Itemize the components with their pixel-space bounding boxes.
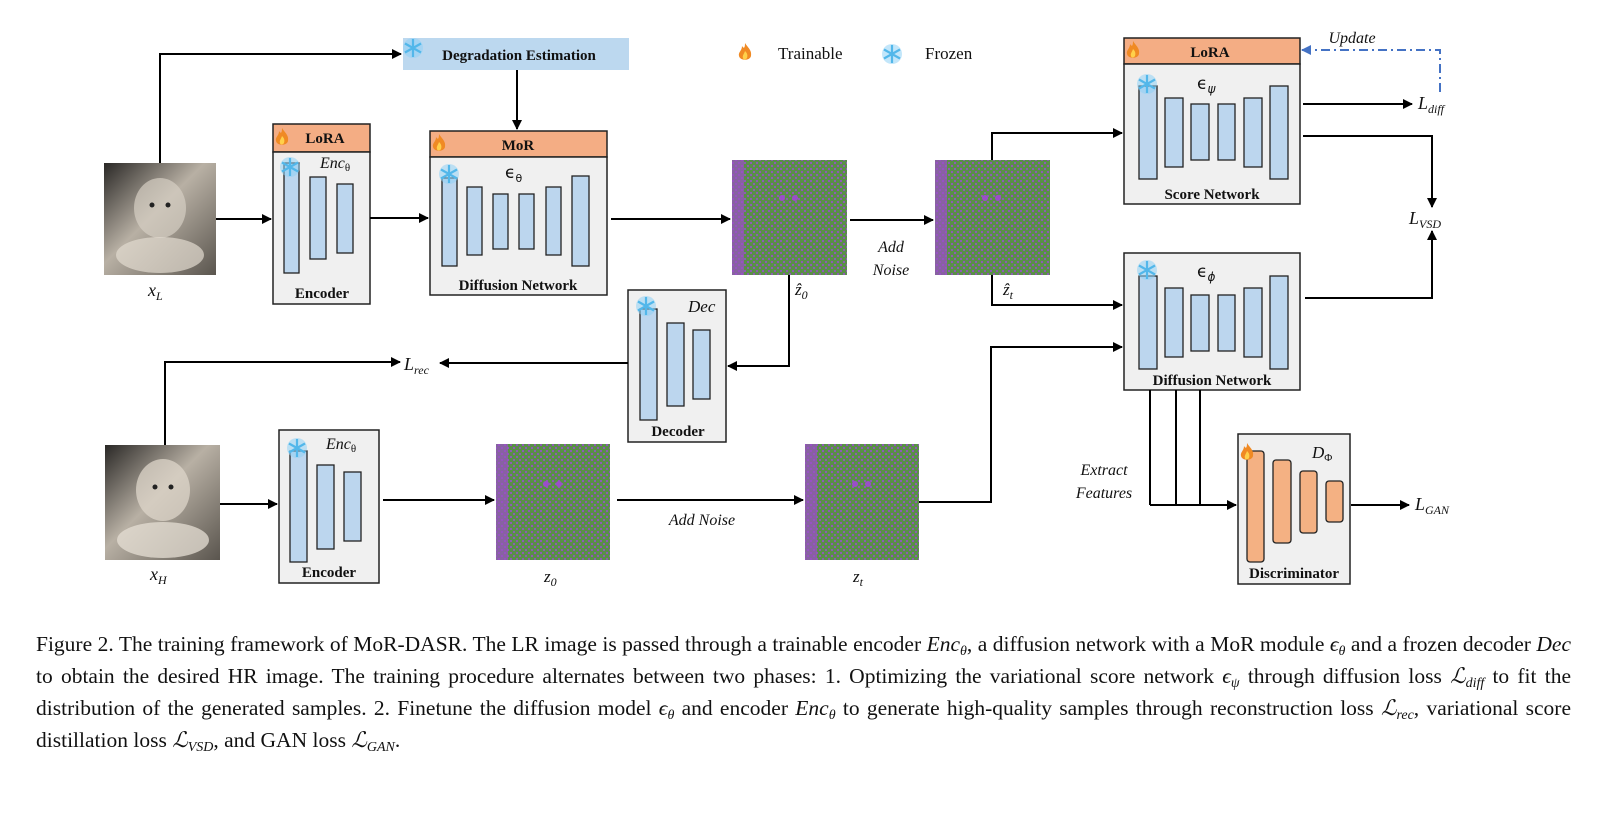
enc-theta-symbol: Encθ [325,436,356,455]
decoder-label: Decoder [651,424,705,440]
dec-symbol: Dec [687,297,716,316]
diffusion-network-label: Diffusion Network [1153,373,1272,389]
legend-frozen-label: Frozen [925,44,973,63]
epsilon-phi-symbol: ϵϕ [1197,262,1215,284]
snowflake-icon [1135,258,1159,282]
add-noise-label: Add Noise [668,512,735,529]
diffusion-network-label: Diffusion Network [459,278,578,294]
x-H-label: xH [149,564,168,587]
score-network-module: LoRA ϵψ Score Network [1123,37,1301,205]
latent-z0-hat-image [732,160,847,275]
add-noise-label: Noise [872,262,909,279]
diffusion-top-module: MoR ϵθ Diffusion Network [429,130,608,296]
d-phi-symbol: DΦ [1311,443,1332,464]
snowflake-icon [437,162,461,186]
latent-zt-image [805,444,919,560]
image-x-H [105,445,220,560]
encoder-label: Encoder [295,286,350,302]
extract-features-label: Extract [1079,462,1128,479]
snowflake-icon [285,436,309,460]
arrow-zthat-to-score [991,128,1123,160]
legend: Trainable Frozen [738,42,973,66]
z0-label: z0 [543,567,557,589]
image-x-L [104,163,216,275]
arrow-zthat-to-diffusion-right [991,275,1123,310]
zt-hat-label: ẑt [1002,280,1014,302]
latent-zt-hat-image [935,160,1050,275]
diffusion-right-module: ϵϕ Diffusion Network [1123,252,1301,391]
loss-gan-label: LGAN [1414,494,1450,517]
snowflake-icon [401,36,425,60]
discriminator-label: Discriminator [1249,566,1339,582]
encoder-label: Encoder [302,565,357,581]
encoder-top-module: LoRA Encθ Encoder [272,123,371,305]
encoder-bottom-module: Encθ Encoder [278,429,380,584]
x-L-label: xL [147,280,163,303]
add-noise-label: Add [877,239,905,256]
feature-lines [1149,390,1201,505]
epsilon-theta-symbol: ϵθ [505,163,522,185]
arrow-xh-to-lrec [164,357,401,445]
legend-trainable-label: Trainable [778,44,843,63]
lora-header-label: LoRA [1190,45,1229,61]
decoder-module: Dec Decoder [627,289,727,443]
arrow-score-to-lvsd [1303,135,1437,208]
fire-icon [738,43,752,60]
loss-vsd-label: LVSD [1408,208,1441,231]
snowflake-icon [1135,72,1159,96]
arrow-diffusion-to-lvsd [1305,230,1437,299]
arrow-xl-to-degradation [159,49,402,163]
connector-arrows [159,49,1437,510]
epsilon-psi-symbol: ϵψ [1197,74,1216,96]
discriminator-module: DΦ Discriminator [1237,433,1351,585]
zt-label: zt [852,567,864,589]
score-network-label: Score Network [1164,187,1260,203]
z0-hat-label: ẑ0 [794,280,808,302]
snowflake-icon [880,42,904,66]
arrow-z0hat-to-decoder [727,275,790,371]
snowflake-icon [278,155,302,179]
degradation-estimation-label: Degradation Estimation [442,48,596,64]
degradation-estimation-box: Degradation Estimation [401,36,629,70]
extract-features-label: Features [1075,485,1132,502]
mor-header-label: MoR [502,138,535,154]
snowflake-icon [634,294,658,318]
arrow-zt-to-diffusion-right [919,342,1123,503]
lora-header-label: LoRA [305,131,344,147]
latent-z0-image [496,444,610,560]
update-arrow [1301,45,1441,92]
update-label: Update [1328,30,1375,47]
figure-caption: Figure 2. The training framework of MoR-… [36,632,1572,755]
enc-theta-symbol: Encθ [319,155,350,174]
loss-diff-label: Ldiff [1417,93,1446,116]
loss-rec-label: Lrec [403,354,430,377]
